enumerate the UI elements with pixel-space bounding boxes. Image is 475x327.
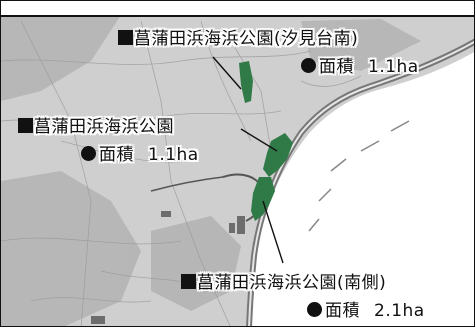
breakwaters	[308, 120, 410, 232]
leader-lines	[212, 56, 284, 264]
park-shobutahama	[263, 133, 293, 177]
urban-texture	[1, 15, 421, 326]
square-bullet-icon	[118, 30, 133, 45]
header-rule	[1, 1, 474, 17]
park-3-title: 菖蒲田浜海浜公園(南側)	[181, 268, 386, 293]
square-bullet-icon	[18, 118, 33, 133]
misc-blocks	[91, 211, 245, 324]
park-shiomidai-minami	[239, 61, 253, 103]
square-bullet-icon	[181, 274, 196, 289]
park-south	[251, 177, 275, 221]
park-1-title: 菖蒲田浜海浜公園(汐見台南)	[118, 24, 358, 49]
circle-bullet-icon	[81, 146, 96, 161]
park-areas	[239, 61, 293, 221]
park-2-title: 菖蒲田浜海浜公園	[18, 112, 174, 137]
street-grid	[1, 20, 362, 326]
circle-bullet-icon	[307, 302, 322, 317]
circle-bullet-icon	[301, 58, 316, 73]
